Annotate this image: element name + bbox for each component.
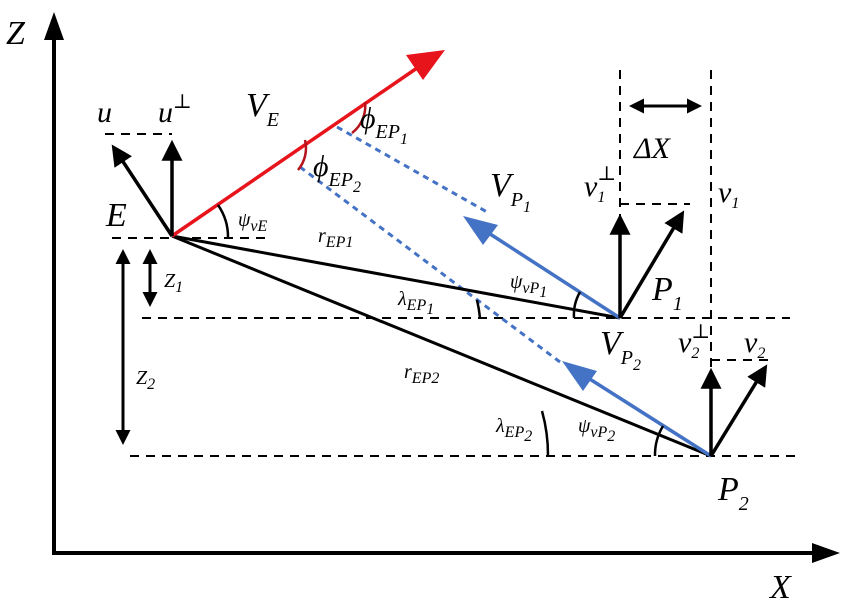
r-ep1-line xyxy=(171,234,621,320)
psi-ve-arc xyxy=(216,204,230,239)
psi-ve-label: ψvE xyxy=(238,209,268,235)
height-dimensions xyxy=(115,98,702,445)
v1-label: v1 xyxy=(718,176,739,212)
angle-arcs xyxy=(216,101,665,457)
vp1-label: VP1 xyxy=(490,167,531,216)
v2-perp-label: v2⊥ xyxy=(678,321,710,362)
axes: Z X xyxy=(6,12,840,606)
r-ep1-label: rEP1 xyxy=(318,225,353,251)
vp2-arrowhead xyxy=(562,361,597,391)
ve-arrowhead xyxy=(406,50,445,80)
z-axis-label: Z xyxy=(6,15,26,52)
ve-line xyxy=(171,64,421,238)
psi-vp1-arc xyxy=(572,291,582,319)
phi-ep1-label: ϕEP1 xyxy=(360,102,408,148)
vp1-line xyxy=(486,230,621,320)
lambda-ep1-label: λEP1 xyxy=(397,288,434,318)
labels: u u⊥ VE ϕEP1 ϕEP2 E ψvE rEP1 rEP2 Z1 Z2 … xyxy=(97,87,765,515)
p2-point-label: P2 xyxy=(717,471,749,515)
u-perp-label: u⊥ xyxy=(158,91,192,129)
ep1-parallel-dashed xyxy=(336,125,488,214)
p1-vectors xyxy=(463,210,685,320)
v1-perp-label: v1⊥ xyxy=(584,163,616,206)
z-axis-arrowhead xyxy=(44,12,64,40)
vp2-line xyxy=(584,374,712,458)
u-label: u xyxy=(97,96,112,129)
reference-lines xyxy=(105,70,795,457)
r-ep2-label: rEP2 xyxy=(404,361,439,387)
psi-vp1-label: ψvP1 xyxy=(510,271,547,301)
vp2-label: VP2 xyxy=(600,325,641,374)
phi-ep1-arc xyxy=(351,101,367,134)
e-point-label: E xyxy=(105,197,127,234)
x-axis-label: X xyxy=(768,569,792,606)
sight-lines xyxy=(171,234,712,458)
r-ep2-line xyxy=(171,234,712,458)
ve-vector xyxy=(171,50,445,238)
v2-label: v2 xyxy=(744,326,765,362)
u-line xyxy=(111,144,174,237)
lambda-ep2-arc xyxy=(540,410,550,457)
z1-label: Z1 xyxy=(164,270,183,296)
ve-label: VE xyxy=(246,87,279,131)
psi-vp2-label: ψvP2 xyxy=(578,415,615,445)
phi-ep2-arc xyxy=(297,139,308,171)
p2-vectors xyxy=(562,361,768,458)
v1-line xyxy=(618,210,685,319)
blue-dashed-lines xyxy=(299,125,561,364)
lambda-ep2-label: λEP2 xyxy=(495,415,532,445)
phi-ep2-label: ϕEP2 xyxy=(313,150,361,196)
v2-line xyxy=(709,364,768,457)
z2-label: Z2 xyxy=(136,367,155,393)
psi-vp2-arc xyxy=(653,425,665,457)
delta-x-label: ΔX xyxy=(633,132,672,165)
vp1-arrowhead xyxy=(463,216,498,245)
lambda-ep1-arc xyxy=(475,299,482,319)
x-axis-arrowhead xyxy=(812,543,840,563)
p1-point-label: P1 xyxy=(651,271,683,315)
e-vectors xyxy=(111,139,183,237)
